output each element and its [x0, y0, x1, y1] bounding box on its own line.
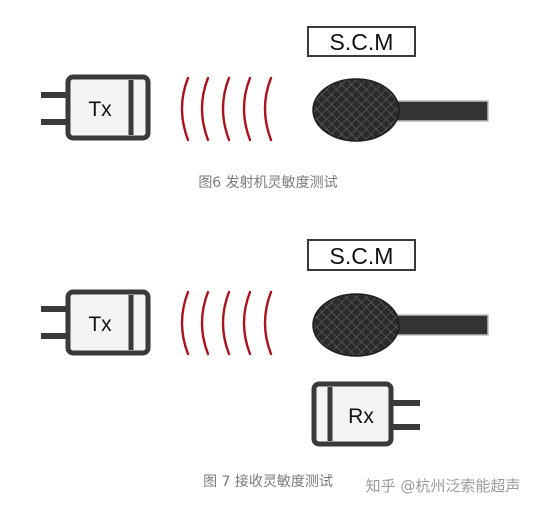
- scm-label: S.C.M: [330, 29, 394, 55]
- watermark: 知乎 @杭州泛索能超声: [366, 477, 521, 495]
- microphone-icon: [312, 293, 489, 357]
- microphone-icon: [312, 78, 489, 142]
- scm-label-box: S.C.M: [307, 26, 416, 57]
- sound-wave-icon: [180, 290, 273, 356]
- tx-label: Tx: [88, 98, 112, 121]
- tx-label: Tx: [88, 313, 112, 336]
- figure-7-caption: 图 7 接收灵敏度测试: [203, 473, 333, 490]
- rx-label: Rx: [348, 405, 374, 428]
- transmitter-icon: Tx: [41, 74, 151, 141]
- receiver-icon: Rx: [311, 381, 420, 447]
- transmitter-icon: Tx: [41, 289, 151, 356]
- scm-label: S.C.M: [330, 243, 394, 269]
- scm-label-box: S.C.M: [307, 239, 416, 271]
- figure-7: S.C.M Tx Rx: [41, 239, 489, 490]
- figure-6-caption: 图6 发射机灵敏度测试: [198, 175, 337, 191]
- sound-wave-icon: [180, 76, 273, 142]
- figure-6: S.C.M Tx 图6 发射机灵敏度测试: [41, 26, 489, 191]
